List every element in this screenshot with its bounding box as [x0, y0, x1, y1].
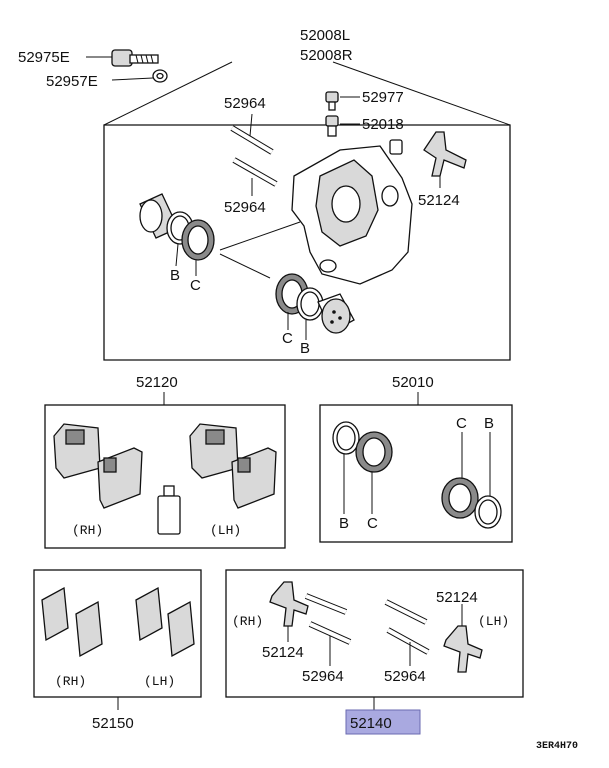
- seal-kit-ring-b-left-icon[interactable]: [332, 421, 360, 455]
- seal-kit-letter-c-left: C: [367, 515, 378, 532]
- part-number-pin-top[interactable]: 52964: [224, 95, 266, 112]
- part-number-pin-bottom[interactable]: 52964: [224, 199, 266, 216]
- diagram-code: 3ER4H70: [536, 741, 578, 752]
- letter-c-right: C: [282, 330, 293, 347]
- part-number-pad-set[interactable]: 52120: [136, 374, 178, 391]
- washer-icon[interactable]: [152, 69, 168, 83]
- seal-kit-letter-b-right: B: [484, 415, 494, 432]
- pin-kit-lh-label: (LH): [478, 614, 509, 629]
- pin-kit-pin-rh-bottom-icon[interactable]: [308, 621, 352, 645]
- part-number-bleeder-cap[interactable]: 52977: [362, 89, 404, 106]
- shim-lh-outer-icon[interactable]: [135, 586, 163, 642]
- pin-kit-pin-rh-top-icon[interactable]: [304, 593, 348, 615]
- seal-kit-letter-c-right: C: [456, 415, 467, 432]
- shim-rh-label: (RH): [55, 674, 86, 689]
- pin-kit-highlight[interactable]: [345, 709, 421, 735]
- pin-kit-spring-lh-icon[interactable]: [443, 625, 483, 673]
- pin-kit-pin-lh-top-icon[interactable]: [384, 599, 428, 625]
- bolt-icon[interactable]: [111, 49, 159, 67]
- caliper-assembly-outline: [103, 124, 511, 361]
- shim-rh-inner-icon[interactable]: [75, 600, 103, 658]
- piston-seal-c-left-icon[interactable]: [181, 219, 215, 261]
- part-number-shim-set[interactable]: 52150: [92, 715, 134, 732]
- pad-rh-label: (RH): [72, 523, 103, 538]
- seal-kit-seal-c-right-icon[interactable]: [441, 477, 479, 519]
- part-number-pin-kit-pin-lh[interactable]: 52964: [384, 668, 426, 685]
- piston-ring-b-right-icon[interactable]: [296, 287, 324, 321]
- pin-kit-spring-rh-icon[interactable]: [269, 581, 309, 627]
- part-number-caliper-l[interactable]: 52008L: [300, 27, 350, 44]
- bleeder-screw-icon[interactable]: [325, 115, 339, 137]
- part-number-bleeder[interactable]: 52018: [362, 116, 404, 133]
- seal-kit-seal-c-left-icon[interactable]: [355, 431, 393, 473]
- part-number-washer[interactable]: 52957E: [46, 73, 98, 90]
- part-number-pin-kit-spring-rh[interactable]: 52124: [262, 644, 304, 661]
- letter-c-left: C: [190, 277, 201, 294]
- pin-kit-pin-lh-bottom-icon[interactable]: [386, 627, 430, 655]
- pad-set-box: [44, 404, 286, 549]
- shim-lh-label: (LH): [144, 674, 175, 689]
- part-number-spring-top[interactable]: 52124: [418, 192, 460, 209]
- letter-b-left: B: [170, 267, 180, 284]
- guide-pin-top-icon[interactable]: [230, 125, 274, 155]
- part-number-bolt[interactable]: 52975E: [18, 49, 70, 66]
- brake-pad-lh-outer-icon[interactable]: [189, 423, 239, 479]
- pin-kit-rh-label: (RH): [232, 614, 263, 629]
- brake-pad-lh-inner-icon[interactable]: [231, 447, 277, 509]
- bleeder-cap-icon[interactable]: [325, 91, 339, 111]
- part-number-pin-kit-spring-lh[interactable]: 52124: [436, 589, 478, 606]
- pin-kit-box: [225, 569, 524, 698]
- letter-b-right: B: [300, 340, 310, 357]
- shim-lh-inner-icon[interactable]: [167, 600, 195, 658]
- seal-kit-ring-b-right-icon[interactable]: [474, 495, 502, 529]
- part-number-seal-kit[interactable]: 52010: [392, 374, 434, 391]
- seal-kit-box: [319, 404, 513, 543]
- piston-right-icon[interactable]: [317, 293, 355, 334]
- part-number-caliper-r[interactable]: 52008R: [300, 47, 353, 64]
- shim-rh-outer-icon[interactable]: [41, 586, 69, 642]
- grease-tube-icon[interactable]: [157, 485, 181, 535]
- part-number-pin-kit-pin-rh[interactable]: 52964: [302, 668, 344, 685]
- pad-spring-icon[interactable]: [423, 131, 467, 177]
- brake-pad-rh-outer-icon[interactable]: [53, 423, 101, 479]
- pad-lh-label: (LH): [210, 523, 241, 538]
- part-number-pin-kit[interactable]: 52140: [350, 715, 392, 732]
- seal-kit-letter-b-left: B: [339, 515, 349, 532]
- caliper-body-icon[interactable]: [291, 139, 413, 285]
- brake-pad-rh-inner-icon[interactable]: [97, 447, 143, 509]
- guide-pin-bottom-icon[interactable]: [232, 157, 278, 187]
